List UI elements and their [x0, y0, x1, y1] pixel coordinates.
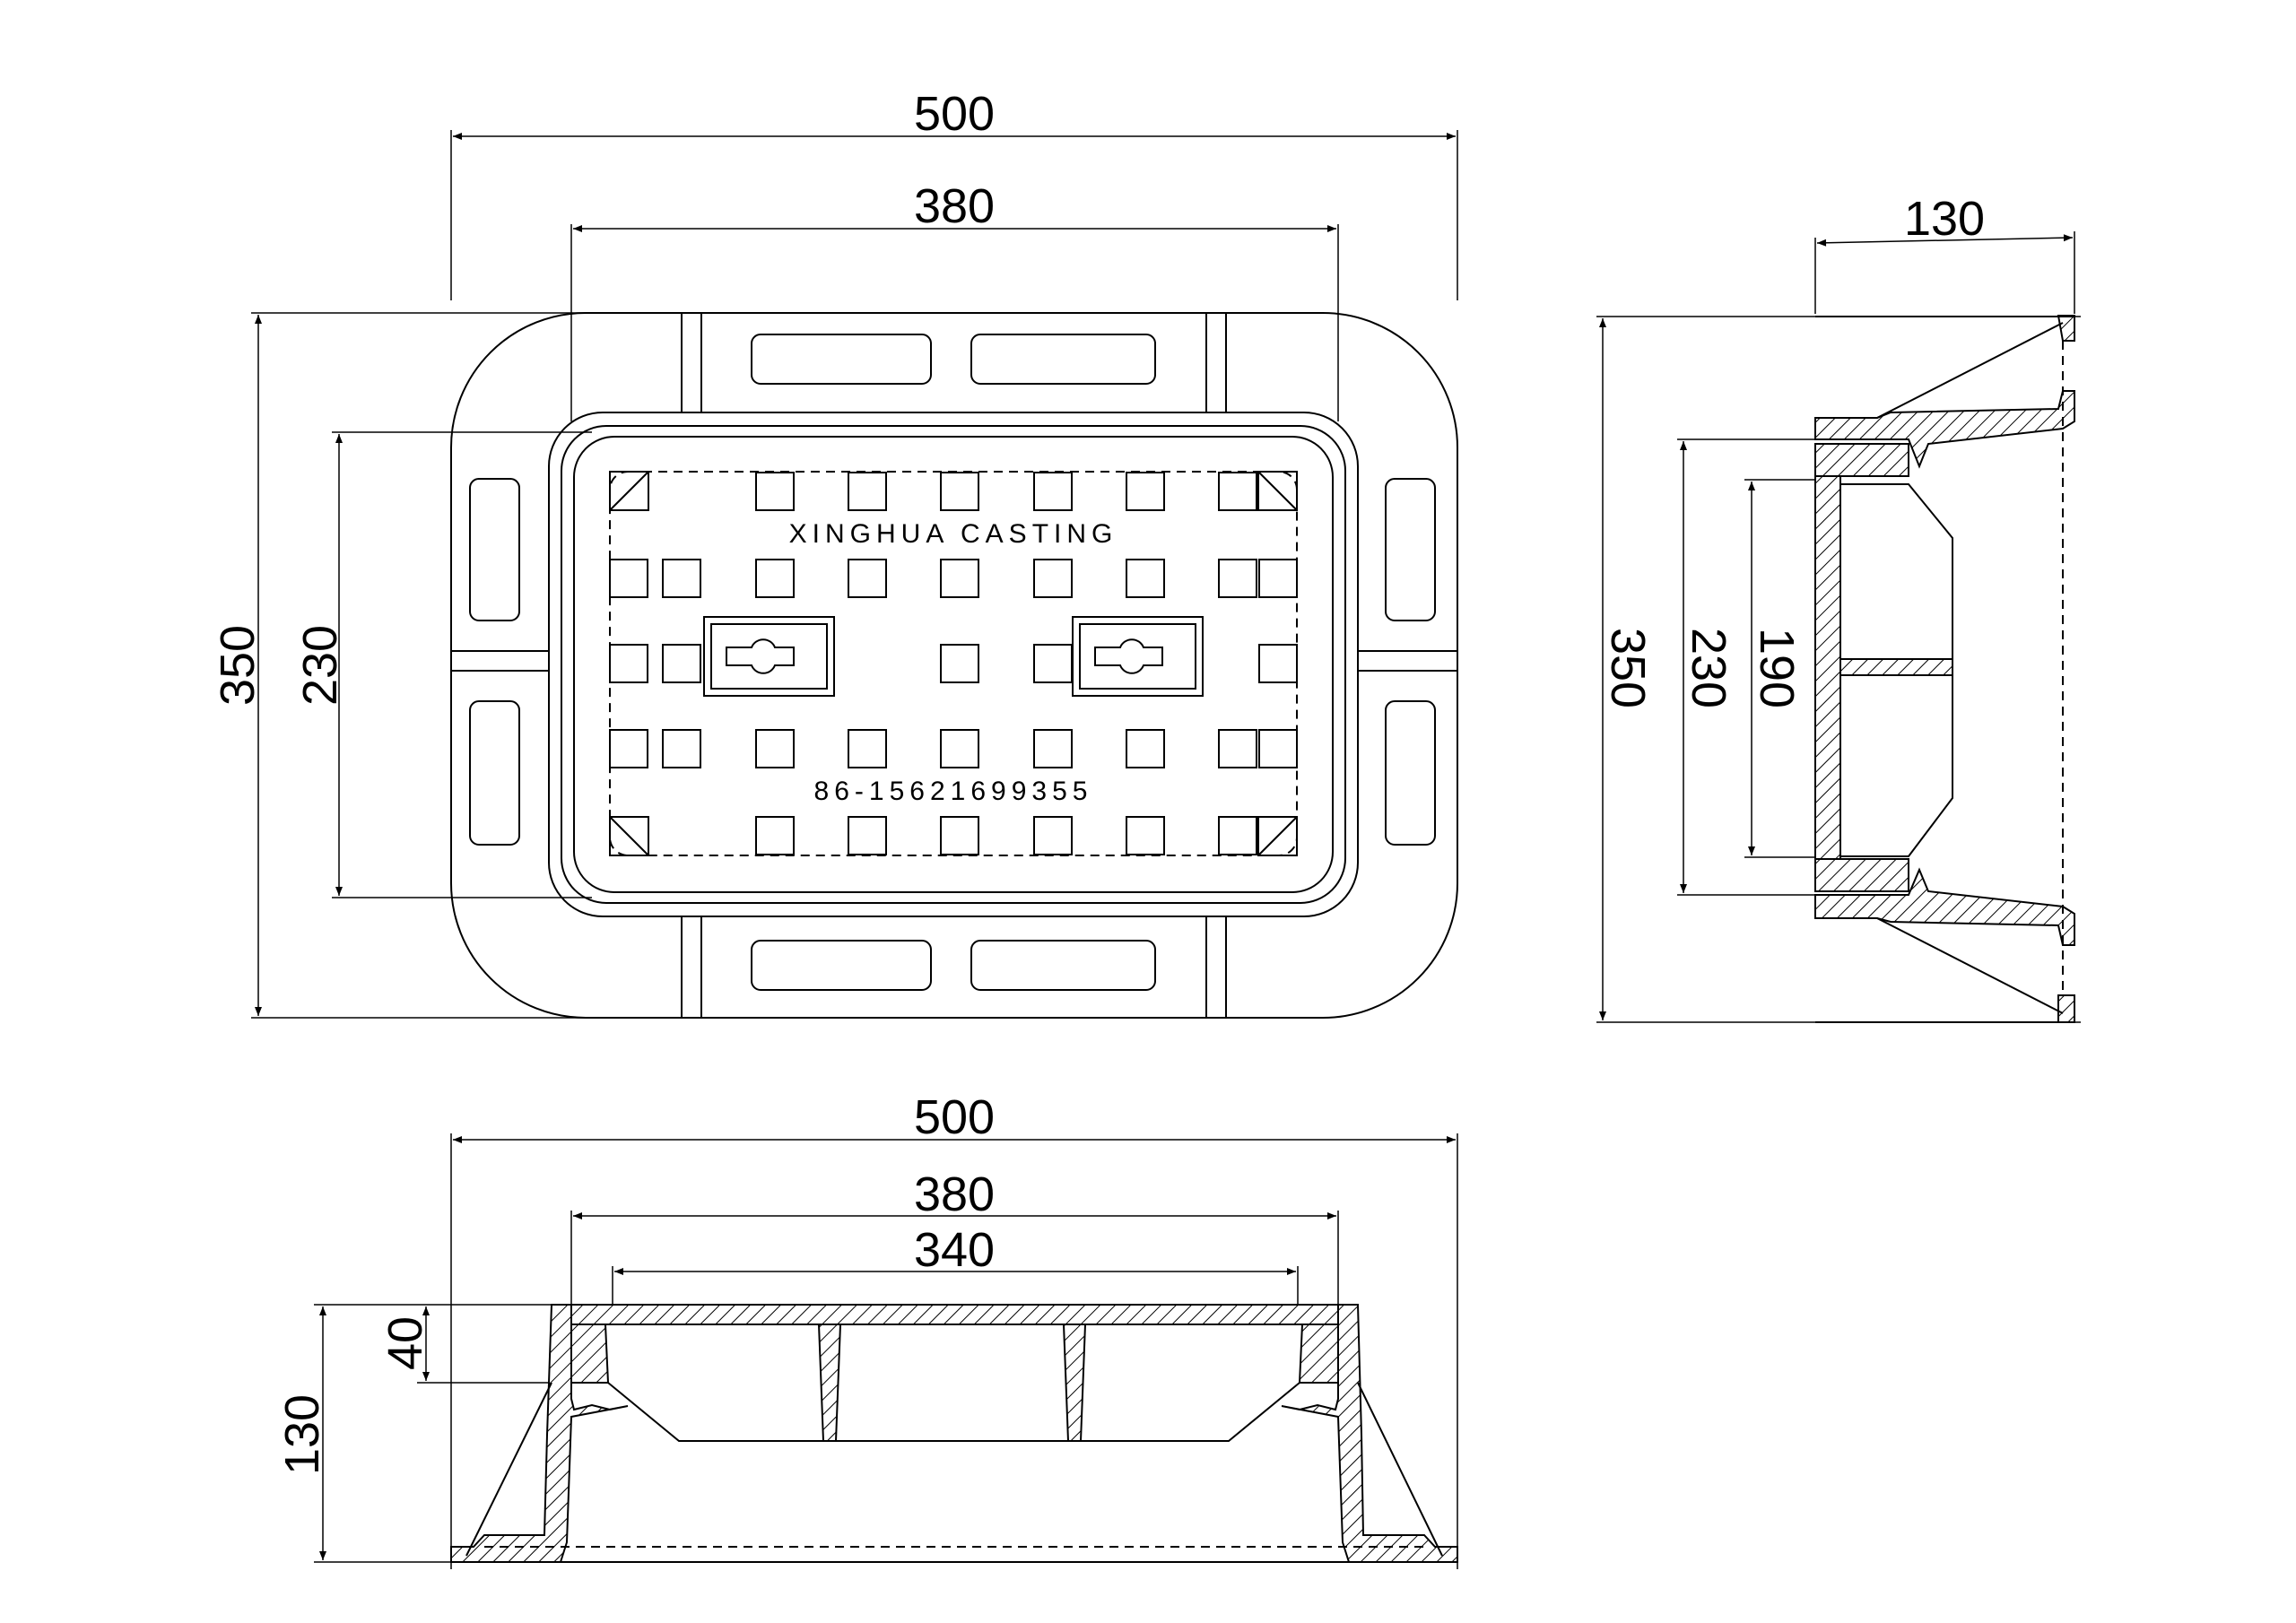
grid-square — [1218, 559, 1257, 598]
brand-label: XINGHUA CASTING — [789, 519, 1118, 549]
dim-top-opening-height: 230 — [293, 431, 592, 898]
frame-outline — [450, 312, 1458, 1019]
side-frame-section-top — [1814, 390, 2075, 469]
phone-label: 86-15621699355 — [814, 777, 1093, 806]
dim-front-total-depth: 130 — [275, 1304, 457, 1563]
dim-front-cover-width: 340 — [612, 1223, 1299, 1305]
front-cover-rib-right — [1062, 1324, 1087, 1442]
side-cover-seat-top — [1814, 443, 1909, 477]
dim-side-depth: 130 — [1814, 192, 2075, 314]
front-cover-wall-left — [570, 1324, 610, 1384]
side-view: 130 350 230 190 — [1596, 192, 2081, 1023]
front-cover-plate — [570, 1304, 1339, 1325]
dim-label-side-230: 230 — [1682, 628, 1735, 708]
grid-square — [662, 644, 701, 683]
dim-top-overall-width: 500 — [450, 87, 1458, 300]
grid-square-edge — [609, 559, 648, 598]
grid-square — [755, 559, 795, 598]
side-flange-bottom — [2057, 994, 2075, 1023]
grid-square — [662, 729, 701, 768]
grid-square — [940, 816, 979, 855]
grid-square — [1126, 729, 1165, 768]
cover-corner-marks — [609, 471, 1298, 856]
grid-square — [1218, 472, 1257, 511]
dim-top-opening-width: 380 — [570, 179, 1339, 421]
grid-square — [1218, 816, 1257, 855]
grid-square — [848, 559, 887, 598]
grid-square-edge — [609, 644, 648, 683]
cover-grid-squares — [609, 472, 1298, 855]
grid-square — [755, 472, 795, 511]
dim-label-380: 380 — [914, 179, 995, 233]
dim-front-opening-width: 380 — [570, 1167, 1339, 1305]
cover-edge — [573, 436, 1334, 893]
grid-square-edge — [1258, 729, 1298, 768]
grid-square — [755, 729, 795, 768]
dim-label-500: 500 — [914, 87, 995, 141]
grid-square — [940, 559, 979, 598]
grid-square — [662, 559, 701, 598]
front-view: 500 380 340 40 130 — [275, 1090, 1458, 1569]
grid-square — [848, 472, 887, 511]
grid-square — [940, 472, 979, 511]
grid-square — [940, 729, 979, 768]
grid-square — [1033, 729, 1073, 768]
grid-square — [1126, 559, 1165, 598]
side-cover-seat-bottom — [1814, 858, 1909, 892]
cover-rim-inner — [561, 425, 1346, 904]
lift-keyhole-right — [1072, 616, 1204, 697]
dim-label-front-130: 130 — [275, 1394, 329, 1475]
grid-square — [848, 816, 887, 855]
cover-rim-outer — [548, 412, 1359, 917]
grid-square — [1218, 729, 1257, 768]
dim-label-front-40: 40 — [378, 1316, 432, 1370]
grid-square-edge — [1258, 644, 1298, 683]
side-cover-plate — [1814, 475, 1841, 860]
front-frame-wall-left — [450, 1304, 629, 1563]
dim-label-front-340: 340 — [914, 1223, 995, 1277]
grid-square — [755, 816, 795, 855]
grid-square — [1126, 816, 1165, 855]
front-cover-wall-right — [1298, 1324, 1339, 1384]
front-cover-rib-left — [817, 1324, 842, 1442]
dim-label-230: 230 — [293, 625, 347, 706]
grid-square-edge — [609, 729, 648, 768]
dim-label-side-190: 190 — [1750, 628, 1804, 708]
side-flange-top — [2057, 315, 2075, 342]
dim-front-cover-depth: 40 — [378, 1304, 556, 1384]
dim-side-opening: 230 — [1677, 438, 1910, 896]
grid-square — [940, 644, 979, 683]
side-cover-rib — [1839, 658, 1953, 676]
grid-square-edge — [1258, 559, 1298, 598]
grid-square — [1033, 559, 1073, 598]
frame-slots — [469, 334, 1436, 991]
front-frame-wall-right — [1281, 1304, 1458, 1563]
dim-label-side-350: 350 — [1601, 628, 1655, 708]
dim-top-overall-height: 350 — [211, 312, 592, 1019]
dim-label-side-130: 130 — [1904, 192, 1985, 246]
dim-front-overall-width: 500 — [450, 1090, 1458, 1569]
lift-keyhole-left — [703, 616, 835, 697]
grid-square — [1033, 472, 1073, 511]
front-cover-profile — [607, 1382, 1300, 1442]
grid-square — [1126, 472, 1165, 511]
dim-label-350: 350 — [211, 625, 265, 706]
top-view: 500 380 350 230 — [211, 87, 1458, 1019]
frame-ribs — [451, 313, 1457, 1018]
grid-square — [848, 729, 887, 768]
dim-label-front-500: 500 — [914, 1090, 995, 1144]
side-frame-section-bottom — [1814, 867, 2075, 946]
dim-label-front-380: 380 — [914, 1167, 995, 1221]
grid-square — [1033, 644, 1073, 683]
grid-square — [1033, 816, 1073, 855]
